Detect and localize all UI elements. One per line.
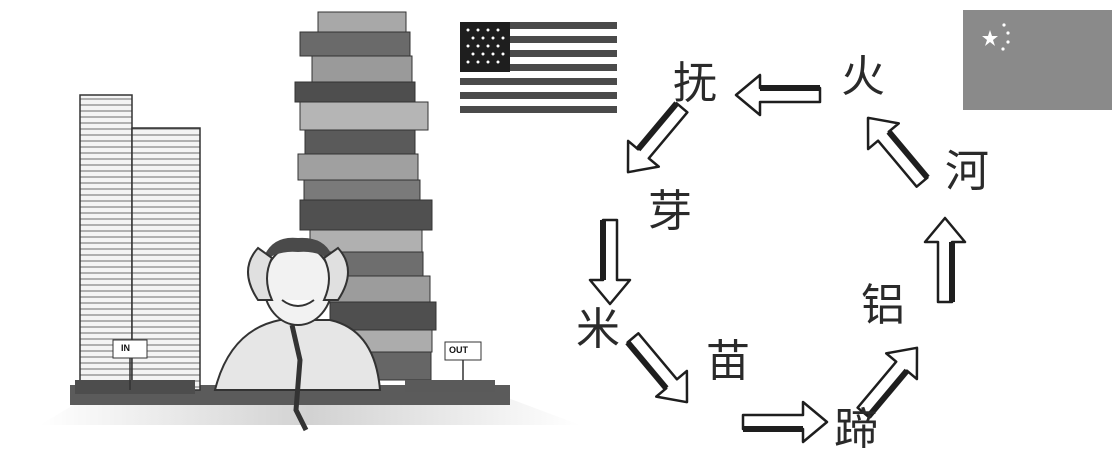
cycle-arrow-5 <box>741 400 829 444</box>
cycle-character-soothe: 抚 <box>673 58 717 109</box>
cycle-arrows <box>588 73 967 444</box>
cycle-arrow-1 <box>734 73 822 117</box>
cycle-arrow-6 <box>625 332 689 404</box>
cycle-character-aluminum: 铝 <box>861 280 905 331</box>
cycle-arrow-7 <box>588 218 632 306</box>
out-tray <box>405 341 495 392</box>
stressed-person <box>213 237 382 432</box>
cycle-arrow-2 <box>866 116 930 188</box>
out-tray-label: OUT <box>449 345 468 355</box>
cycle-arrow-4 <box>856 346 919 419</box>
cycle-character-river: 河 <box>945 146 989 197</box>
in-tray-sign <box>112 339 148 390</box>
china-flag <box>963 10 1112 110</box>
cycle-arrow-3 <box>923 216 967 304</box>
cycle-arrow-8 <box>626 101 689 174</box>
us-flag <box>460 22 617 114</box>
in-tray-label: IN <box>121 343 130 353</box>
cycle-character-rice: 米 <box>576 304 620 355</box>
cycle-character-seedling: 苗 <box>706 336 750 387</box>
cycle-character-hoof: 蹄 <box>834 404 878 455</box>
cycle-character-fire: 火 <box>841 51 885 102</box>
cycle-character-sprout: 芽 <box>648 186 692 237</box>
